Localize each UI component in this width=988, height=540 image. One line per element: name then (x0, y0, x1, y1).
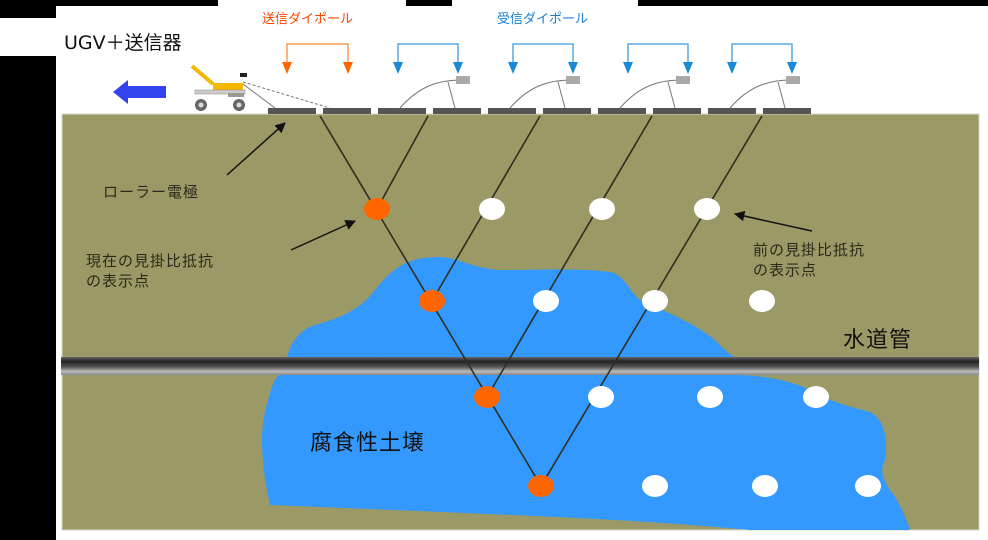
receive-dipole-brackets (397, 43, 793, 62)
ugv-vehicle-icon (190, 64, 247, 111)
previous-point-label: 前の見掛比抵抗 の表示点 (753, 240, 865, 280)
transmit-arrowheads (282, 62, 353, 74)
transmit-dipole-bracket (286, 43, 349, 62)
mask-left-bar (0, 56, 56, 540)
previous-point-label-line2: の表示点 (753, 261, 818, 279)
roller-electrode-label: ローラー電極 (103, 183, 200, 201)
transmit-dipole-label: 送信ダイポール (262, 12, 354, 27)
water-pipe-label: 水道管 (843, 328, 913, 353)
current-point-label: 現在の見掛比抵抗 の表示点 (86, 251, 214, 291)
current-point-label-line1: 現在の見掛比抵抗 (86, 252, 215, 270)
mask-top-right (638, 0, 988, 6)
mask-top-mid (406, 0, 452, 6)
current-point-label-line2: の表示点 (86, 272, 151, 290)
roller-electrode-pointer (226, 122, 286, 176)
current-points (364, 198, 554, 497)
diagram-title: UGV＋送信器 (64, 32, 182, 54)
water-pipe (61, 357, 979, 375)
roller-electrodes (268, 108, 811, 114)
receive-arrowheads (393, 62, 797, 74)
corrosive-soil-region (262, 257, 910, 530)
previous-points (479, 198, 881, 497)
corrosive-soil-label: 腐食性土壌 (310, 431, 426, 456)
mask-top-left (0, 0, 218, 6)
receive-dipole-label: 受信ダイポール (497, 12, 589, 27)
mask-left-upper (0, 0, 56, 18)
receiver-units (242, 76, 800, 109)
arrow-left-icon (113, 80, 166, 104)
previous-point-pointer (733, 210, 813, 232)
previous-point-label-line1: 前の見掛比抵抗 (753, 241, 866, 259)
current-point-pointer (290, 220, 356, 251)
